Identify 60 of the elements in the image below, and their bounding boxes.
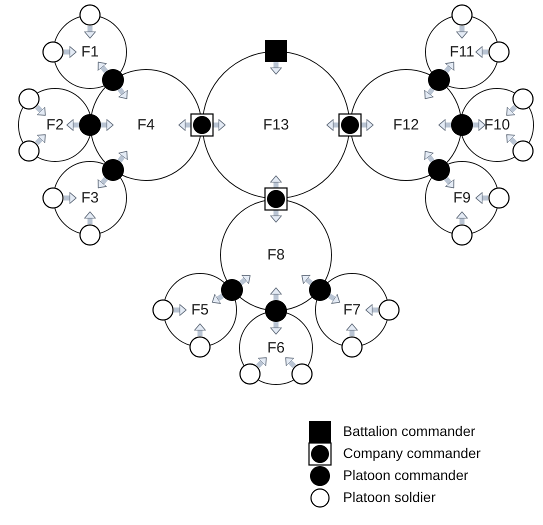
block-arrow: [118, 87, 128, 100]
block-arrow: [328, 294, 340, 304]
block-arrow: [174, 304, 187, 316]
group-label: F9: [453, 190, 471, 206]
group-label: F4: [137, 116, 155, 134]
group-label: F2: [46, 116, 64, 134]
block-arrow: [84, 26, 96, 39]
block-arrow: [506, 105, 517, 116]
block-arrow: [239, 274, 251, 286]
legend-text: Company commander: [343, 445, 481, 461]
block-arrow: [361, 119, 374, 131]
legend-text: Battalion commander: [343, 423, 476, 439]
group-label: F8: [267, 246, 285, 264]
block-arrow: [365, 304, 378, 316]
block-arrow: [256, 357, 267, 368]
block-arrow: [444, 62, 454, 74]
legend-text: Platoon commander: [343, 467, 468, 483]
block-arrow: [270, 62, 282, 75]
block-arrow: [118, 150, 128, 163]
group-label: F1: [81, 44, 99, 60]
block-arrow: [456, 26, 468, 39]
group-label: F5: [191, 302, 209, 318]
block-arrow: [35, 105, 46, 116]
block-arrow: [270, 322, 282, 335]
block-arrow: [285, 357, 296, 368]
block-arrow: [64, 192, 77, 204]
group-label: F6: [267, 340, 285, 356]
block-arrow: [212, 294, 224, 304]
block-arrow: [194, 323, 206, 336]
block-arrow: [475, 192, 488, 204]
block-arrow: [213, 119, 226, 131]
group-label: F7: [343, 302, 361, 318]
block-arrow: [98, 176, 108, 188]
group-label: F3: [81, 190, 99, 206]
group-label: F10: [484, 116, 510, 134]
block-arrow: [438, 119, 451, 131]
block-arrow: [473, 119, 486, 131]
block-arrow: [326, 119, 339, 131]
block-arrow: [301, 274, 313, 286]
block-arrow: [346, 323, 358, 336]
block-arrow: [456, 211, 468, 224]
block-arrow: [35, 134, 46, 145]
block-arrow: [475, 46, 488, 58]
block-arrow: [270, 287, 282, 300]
block-arrow: [101, 119, 114, 131]
block-arrow: [506, 134, 517, 145]
block-arrow: [424, 150, 434, 163]
group-label: F13: [263, 116, 289, 134]
block-arrow: [270, 175, 282, 188]
block-arrow: [178, 119, 191, 131]
group-label: F11: [450, 44, 474, 60]
block-arrow: [98, 62, 108, 74]
block-arrow: [270, 210, 282, 223]
block-arrow: [424, 87, 434, 100]
block-arrow: [64, 46, 77, 58]
block-arrow: [66, 119, 79, 131]
block-arrow: [444, 176, 454, 188]
group-label: F12: [393, 116, 419, 134]
block-arrow: [84, 211, 96, 224]
legend-text: Platoon soldier: [343, 489, 436, 505]
